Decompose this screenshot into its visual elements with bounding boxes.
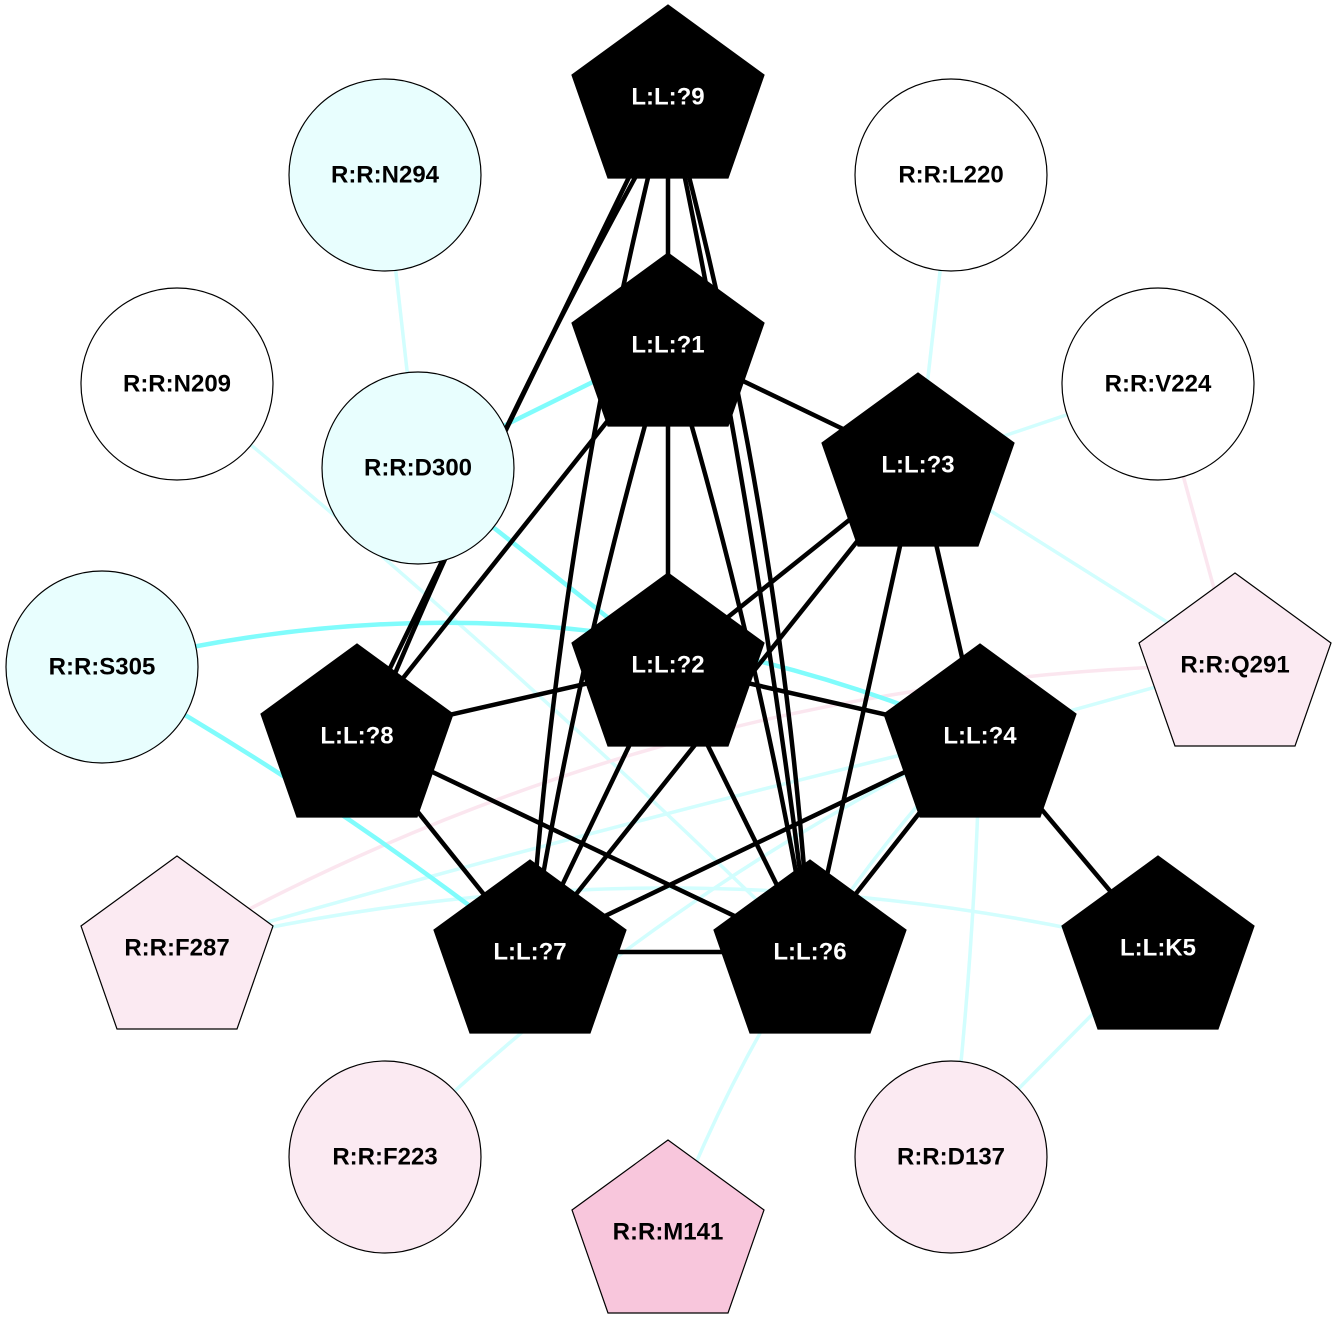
edge-l-l-9-l-l-6 (665, 96, 813, 953)
pentagon-shape (1061, 855, 1255, 1030)
edge-r-r-f287-l-l-k5 (176, 886, 1159, 950)
node-l-l-9[interactable]: L:L:?9 (571, 4, 765, 179)
node-r-r-n294[interactable]: R:R:N294 (288, 78, 482, 272)
node-label: R:R:N209 (123, 371, 231, 398)
circle-shape (288, 1060, 482, 1254)
node-l-l-2[interactable]: L:L:?2 (571, 572, 765, 747)
edge-r-r-s305-l-l-4 (101, 620, 981, 739)
pentagon-shape (571, 572, 765, 747)
edge-r-r-f287-l-l-4 (176, 734, 981, 950)
node-label: R:R:Q291 (1180, 652, 1289, 679)
circle-shape (5, 570, 199, 764)
node-label: L:L:?8 (320, 723, 393, 750)
pentagon-shape (571, 4, 765, 179)
node-label: L:L:K5 (1120, 935, 1196, 962)
pentagon-shape (571, 252, 765, 427)
node-r-r-m141[interactable]: R:R:M141 (571, 1139, 765, 1314)
pentagon-shape (883, 643, 1077, 818)
node-r-r-f223[interactable]: R:R:F223 (288, 1060, 482, 1254)
edge-r-r-n209-l-l-6 (175, 382, 812, 954)
pentagon-shape (433, 859, 627, 1034)
edge-l-l-9-l-l-8 (366, 95, 682, 737)
pentagon-shape (713, 859, 907, 1034)
circle-shape (80, 287, 274, 481)
circle-shape (854, 1060, 1048, 1254)
node-r-r-n209[interactable]: R:R:N209 (80, 287, 274, 481)
node-label: L:L:?7 (493, 939, 566, 966)
node-l-l-3[interactable]: L:L:?3 (821, 372, 1015, 547)
node-l-l-6[interactable]: L:L:?6 (713, 859, 907, 1034)
node-label: L:L:?6 (773, 939, 846, 966)
node-label: L:L:?3 (881, 452, 954, 479)
node-r-r-q291[interactable]: R:R:Q291 (1138, 572, 1332, 747)
node-r-r-v224[interactable]: R:R:V224 (1061, 287, 1255, 481)
node-r-r-l220[interactable]: R:R:L220 (854, 78, 1048, 272)
pentagon-shape (260, 643, 454, 818)
edge-l-l-9-l-l-6 (665, 96, 813, 953)
pentagon-shape (80, 855, 274, 1030)
node-label: R:R:F287 (124, 935, 229, 962)
circle-shape (1061, 287, 1255, 481)
node-l-l-k5[interactable]: L:L:K5 (1061, 855, 1255, 1030)
node-label: R:R:N294 (331, 162, 440, 189)
nodes-layer: L:L:?9L:L:?1L:L:?3L:L:?2L:L:?8 L:L:?4L:L:… (5, 4, 1332, 1314)
node-l-l-4[interactable]: L:L:?4 (883, 643, 1077, 818)
node-label: R:R:F223 (332, 1144, 437, 1171)
node-r-r-f287[interactable]: R:R:F287 (80, 855, 274, 1030)
node-label: R:R:M141 (613, 1219, 724, 1246)
pentagon-shape (821, 372, 1015, 547)
circle-shape (854, 78, 1048, 272)
node-label: R:R:L220 (898, 162, 1003, 189)
node-label: L:L:?2 (631, 652, 704, 679)
node-label: L:L:?4 (943, 723, 1017, 750)
node-label: R:R:D300 (364, 455, 472, 482)
pentagon-shape (571, 1139, 765, 1314)
node-label: R:R:D137 (897, 1144, 1005, 1171)
node-label: L:L:?9 (631, 84, 704, 111)
circle-shape (288, 78, 482, 272)
node-r-r-d137[interactable]: R:R:D137 (854, 1060, 1048, 1254)
node-label: R:R:V224 (1105, 371, 1212, 398)
edge-l-l-9-l-l-7 (527, 96, 671, 953)
circle-shape (321, 371, 515, 565)
edge-r-r-f223-l-l-4 (383, 734, 981, 1159)
node-label: L:L:?1 (631, 332, 704, 359)
node-r-r-s305[interactable]: R:R:S305 (5, 570, 199, 764)
node-l-l-1[interactable]: L:L:?1 (571, 252, 765, 427)
pentagon-shape (1138, 572, 1332, 747)
node-label: R:R:S305 (49, 654, 156, 681)
node-l-l-7[interactable]: L:L:?7 (433, 859, 627, 1034)
node-l-l-8[interactable]: L:L:?8 (260, 643, 454, 818)
node-r-r-d300[interactable]: R:R:D300 (321, 371, 515, 565)
